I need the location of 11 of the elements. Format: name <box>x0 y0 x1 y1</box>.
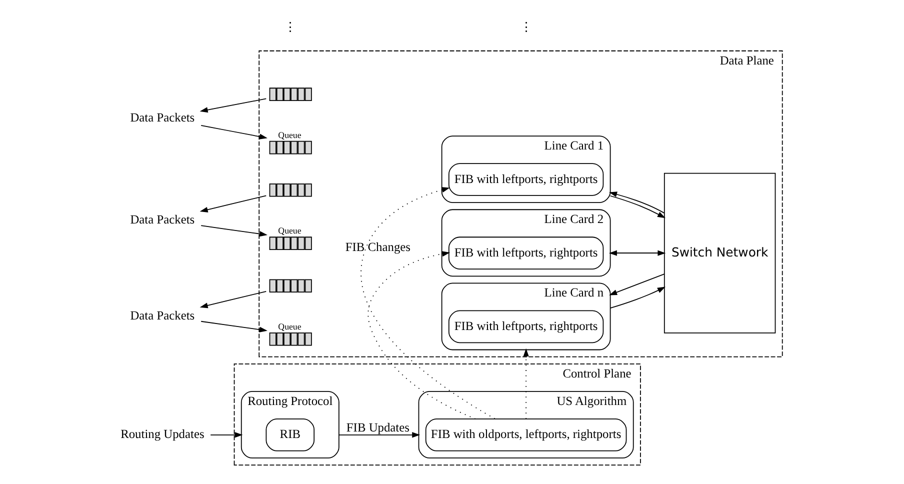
node-text: Routing Updates <box>120 427 204 442</box>
edge-label: FIB Updates <box>346 420 410 435</box>
node-label: Queue <box>278 321 302 332</box>
edge-label: FIB Changes <box>345 240 411 254</box>
node-label: Queue <box>278 130 302 140</box>
node-text: Data Packets <box>130 212 195 227</box>
node-label: Queue <box>278 226 302 236</box>
label: ⋮ <box>284 20 296 34</box>
node-text: Data Packets <box>130 110 195 125</box>
node-text: Data Packets <box>130 308 195 322</box>
label: ⋮ <box>520 20 532 34</box>
